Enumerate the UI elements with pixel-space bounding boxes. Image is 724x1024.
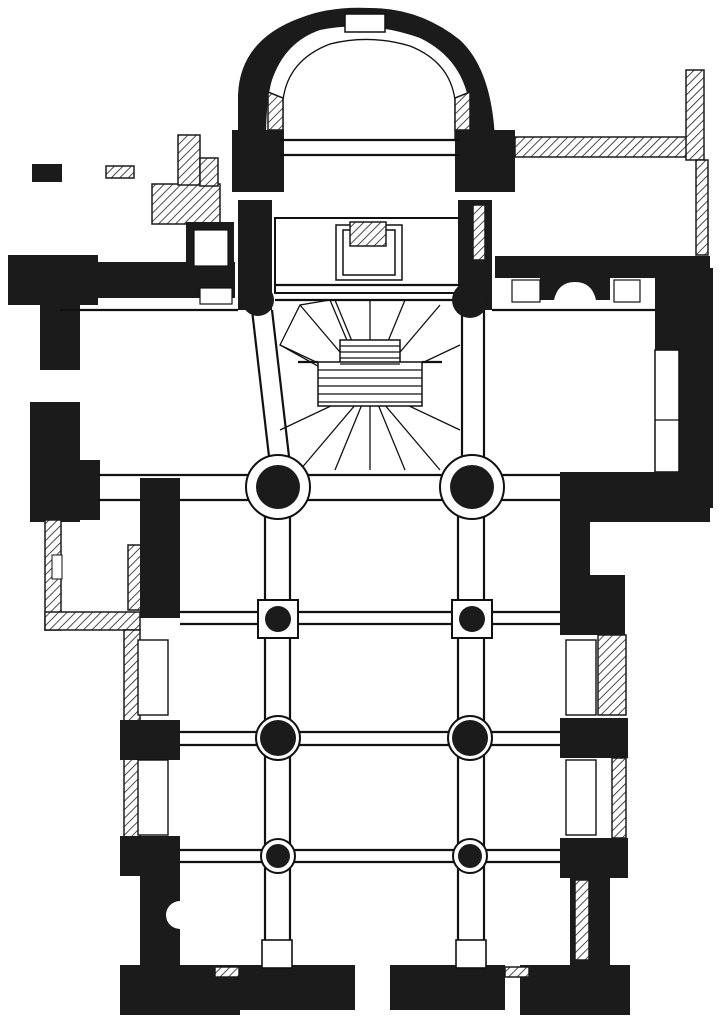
crossing-stairs: [279, 299, 461, 471]
transept: [8, 69, 713, 631]
piers: [242, 282, 505, 874]
apse: [232, 7, 515, 192]
nave-walls: [120, 478, 630, 1015]
